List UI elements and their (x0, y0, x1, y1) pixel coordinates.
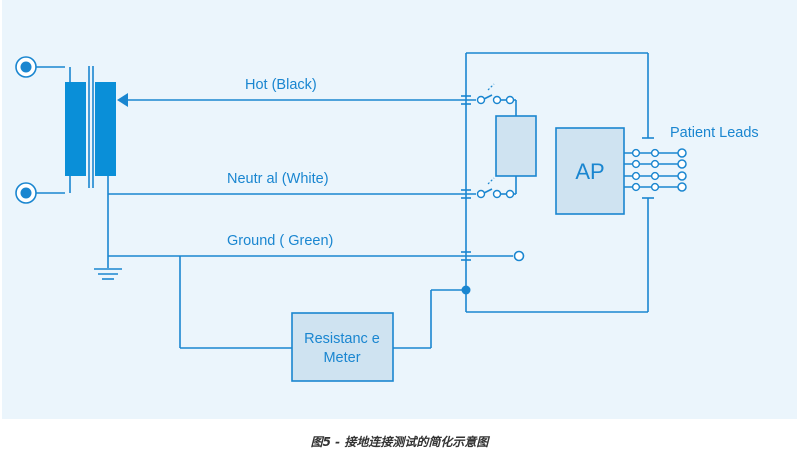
ap-block (555, 127, 625, 215)
switch-icon (476, 83, 517, 116)
enclosure-loop (461, 52, 654, 313)
circuit-diagram: AP (15, 52, 759, 382)
terminal-icon (15, 182, 65, 204)
arrow-icon (117, 93, 128, 107)
lead (624, 182, 687, 192)
switch-icon (476, 176, 517, 199)
lead (624, 171, 687, 181)
figure-caption: 图5 - 接地连接测试的简化示意图 (310, 435, 489, 449)
meter-label-line2: Meter (323, 350, 360, 366)
ap-label: AP (575, 159, 604, 184)
diagram-panel (2, 0, 797, 419)
lead (624, 148, 687, 158)
hot-label: Hot (Black) (245, 77, 317, 93)
patient-leads (624, 148, 687, 192)
patient-leads-label: Patient Leads (670, 125, 759, 141)
meter-circuit (179, 256, 466, 349)
transformer (65, 66, 116, 193)
terminal-icon (15, 56, 65, 78)
neutral-label: Neutr al (White) (227, 171, 329, 187)
lead (624, 159, 687, 169)
hot-wire (117, 93, 476, 107)
ground-label: Ground ( Green) (227, 233, 333, 249)
ground-symbol-icon (94, 268, 122, 280)
resistance-meter (291, 312, 394, 382)
meter-label-line1: Resistanc e (304, 331, 380, 347)
ground-wire (107, 176, 525, 268)
load-block (495, 115, 537, 177)
